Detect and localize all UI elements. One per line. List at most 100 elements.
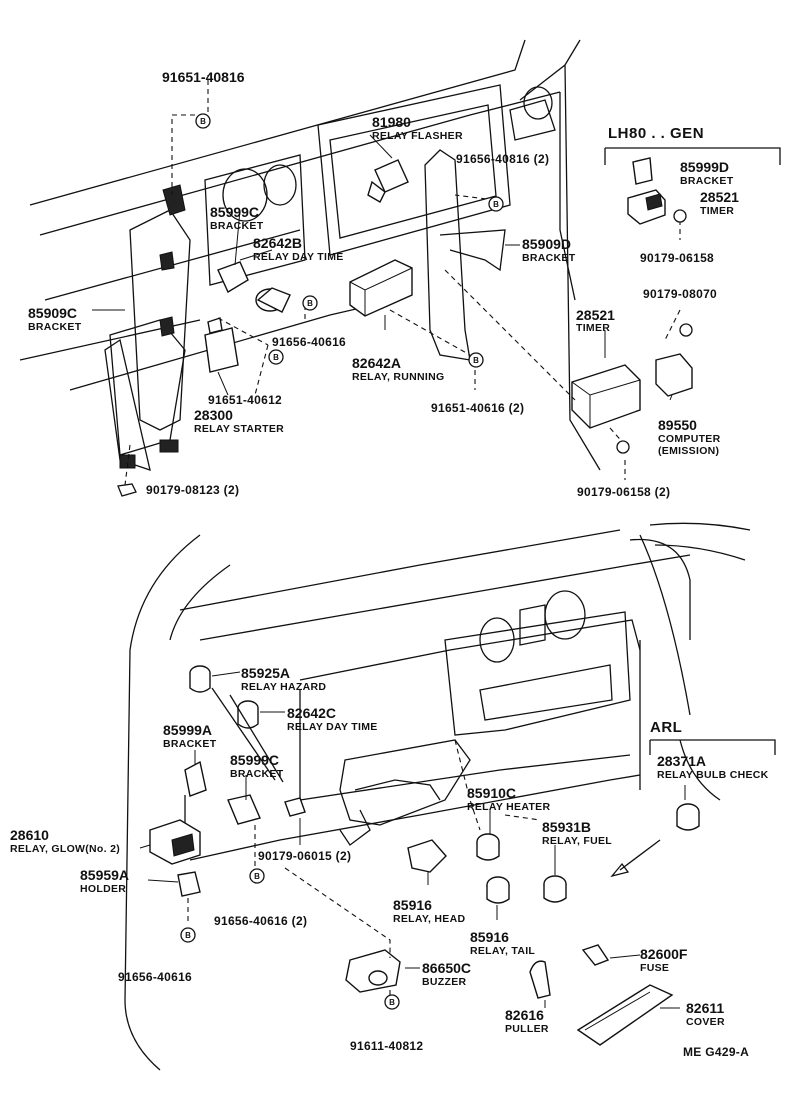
- part-number: 91611-40812: [350, 1039, 423, 1053]
- part-name: BUZZER: [422, 976, 466, 988]
- part-name: RELAY STARTER: [194, 423, 284, 435]
- bolt-icon: B: [488, 196, 504, 212]
- relay-hazard-part: [189, 665, 211, 693]
- part-number: 89550: [658, 417, 697, 433]
- part-name: RELAY DAY TIME: [253, 251, 344, 263]
- part-number: 82616: [505, 1007, 544, 1023]
- part-name: BRACKET: [522, 252, 576, 264]
- svg-text:B: B: [185, 931, 191, 940]
- bolt-icon: B: [302, 295, 318, 311]
- part-number: 28521: [700, 189, 739, 205]
- relay-glow-part: [149, 819, 201, 865]
- part-name: TIMER: [700, 205, 734, 217]
- svg-text:B: B: [389, 998, 395, 1007]
- part-name: HOLDER: [80, 883, 126, 895]
- lower-leader-lines: [139, 671, 776, 1009]
- part-number: 85910C: [467, 785, 516, 801]
- part-name: BRACKET: [230, 768, 284, 780]
- part-number: 85909C: [28, 305, 77, 321]
- nut-icon: [673, 209, 687, 223]
- part-number: 91656-40616: [118, 970, 192, 984]
- bolt-icon: B: [249, 868, 265, 884]
- part-number: 91656-40616: [272, 335, 346, 349]
- part-number: 28300: [194, 407, 233, 423]
- part-number: 85999A: [163, 722, 212, 738]
- part-number: 28610: [10, 827, 49, 843]
- relay-day-time-part-bottom: [237, 700, 259, 729]
- upper-dashboard-outline: [19, 39, 601, 471]
- bolt-icon: B: [180, 927, 196, 943]
- part-number: 85999C: [210, 204, 259, 220]
- part-number: 91656-40816 (2): [456, 152, 549, 166]
- part-labels: 91651-40816 81980 RELAY FLASHER 91656-40…: [10, 69, 769, 1059]
- bolt-icon: B: [268, 349, 284, 365]
- bracket-85999c-part-bottom: [227, 794, 261, 825]
- part-number: 91651-40612: [208, 393, 282, 407]
- part-name: PULLER: [505, 1023, 549, 1035]
- nut-icon: [679, 323, 693, 337]
- part-number: 82600F: [640, 946, 688, 962]
- group-header-lh80-gen: LH80 . . GEN: [608, 125, 704, 142]
- relay-fuel-part: [543, 875, 567, 903]
- part-name: RELAY FLASHER: [372, 130, 463, 142]
- relay-day-time-part-top: [255, 287, 291, 313]
- relay-bulb-check-part: [676, 803, 700, 831]
- lower-dashboard-outline: [124, 522, 751, 1071]
- upper-leader-lines: [92, 75, 781, 486]
- svg-text:B: B: [254, 872, 260, 881]
- part-number: 90179-08070: [643, 287, 717, 301]
- relay-tail-part: [486, 876, 510, 904]
- part-number: 28521: [576, 307, 615, 323]
- puller-part: [529, 960, 551, 999]
- part-number: 82642B: [253, 235, 302, 251]
- part-number: 82611: [686, 1000, 724, 1016]
- part-name: BRACKET: [163, 738, 217, 750]
- part-number: 85999D: [680, 159, 729, 175]
- part-name: (EMISSION): [658, 445, 719, 457]
- computer-emission-part: [655, 353, 693, 397]
- part-name: RELAY BULB CHECK: [657, 769, 769, 781]
- part-name: BRACKET: [680, 175, 734, 187]
- part-number: 90179-08123 (2): [146, 483, 239, 497]
- part-name: RELAY HEATER: [467, 801, 550, 813]
- part-name: RELAY, RUNNING: [352, 371, 445, 383]
- part-name: COMPUTER: [658, 433, 721, 445]
- svg-text:B: B: [493, 200, 499, 209]
- part-name: FUSE: [640, 962, 669, 974]
- timer-part: [571, 364, 641, 429]
- part-number: 85931B: [542, 819, 591, 835]
- part-name: RELAY, FUEL: [542, 835, 612, 847]
- part-number: 82642C: [287, 705, 336, 721]
- part-number: 85916: [470, 929, 509, 945]
- relay-heater-part: [476, 833, 500, 861]
- gen-timer-part: [627, 189, 666, 225]
- group-header-arl: ARL: [650, 719, 682, 736]
- relay-running-part: [349, 259, 413, 317]
- part-name: TIMER: [576, 322, 610, 334]
- part-number: 90179-06158 (2): [577, 485, 670, 499]
- part-name: COVER: [686, 1016, 725, 1028]
- part-number: 90179-06015 (2): [258, 849, 351, 863]
- part-number: 85916: [393, 897, 432, 913]
- diagram-code: ME G429-A: [683, 1045, 749, 1059]
- part-number: 86650C: [422, 960, 471, 976]
- relay-flasher-part: [367, 159, 409, 203]
- bracket-85999c-part-top: [217, 261, 249, 294]
- part-name: BRACKET: [28, 321, 82, 333]
- part-name: RELAY DAY TIME: [287, 721, 378, 733]
- part-number: 85959A: [80, 867, 129, 883]
- buzzer-part: [345, 949, 401, 993]
- part-number: 28371A: [657, 753, 706, 769]
- part-number: 90179-06158: [640, 251, 714, 265]
- svg-text:B: B: [473, 356, 479, 365]
- part-number: 85925A: [241, 665, 290, 681]
- svg-text:B: B: [307, 299, 313, 308]
- bracket-85999a-part: [184, 760, 207, 797]
- part-name: RELAY, GLOW(No. 2): [10, 843, 120, 855]
- bolt-icon: B: [195, 113, 211, 129]
- gen-bracket-part: [632, 157, 653, 185]
- part-number: 91651-40616 (2): [431, 401, 524, 415]
- part-number: 81980: [372, 114, 411, 130]
- bolt-icon: B: [468, 352, 484, 368]
- clip-icon: [117, 483, 137, 497]
